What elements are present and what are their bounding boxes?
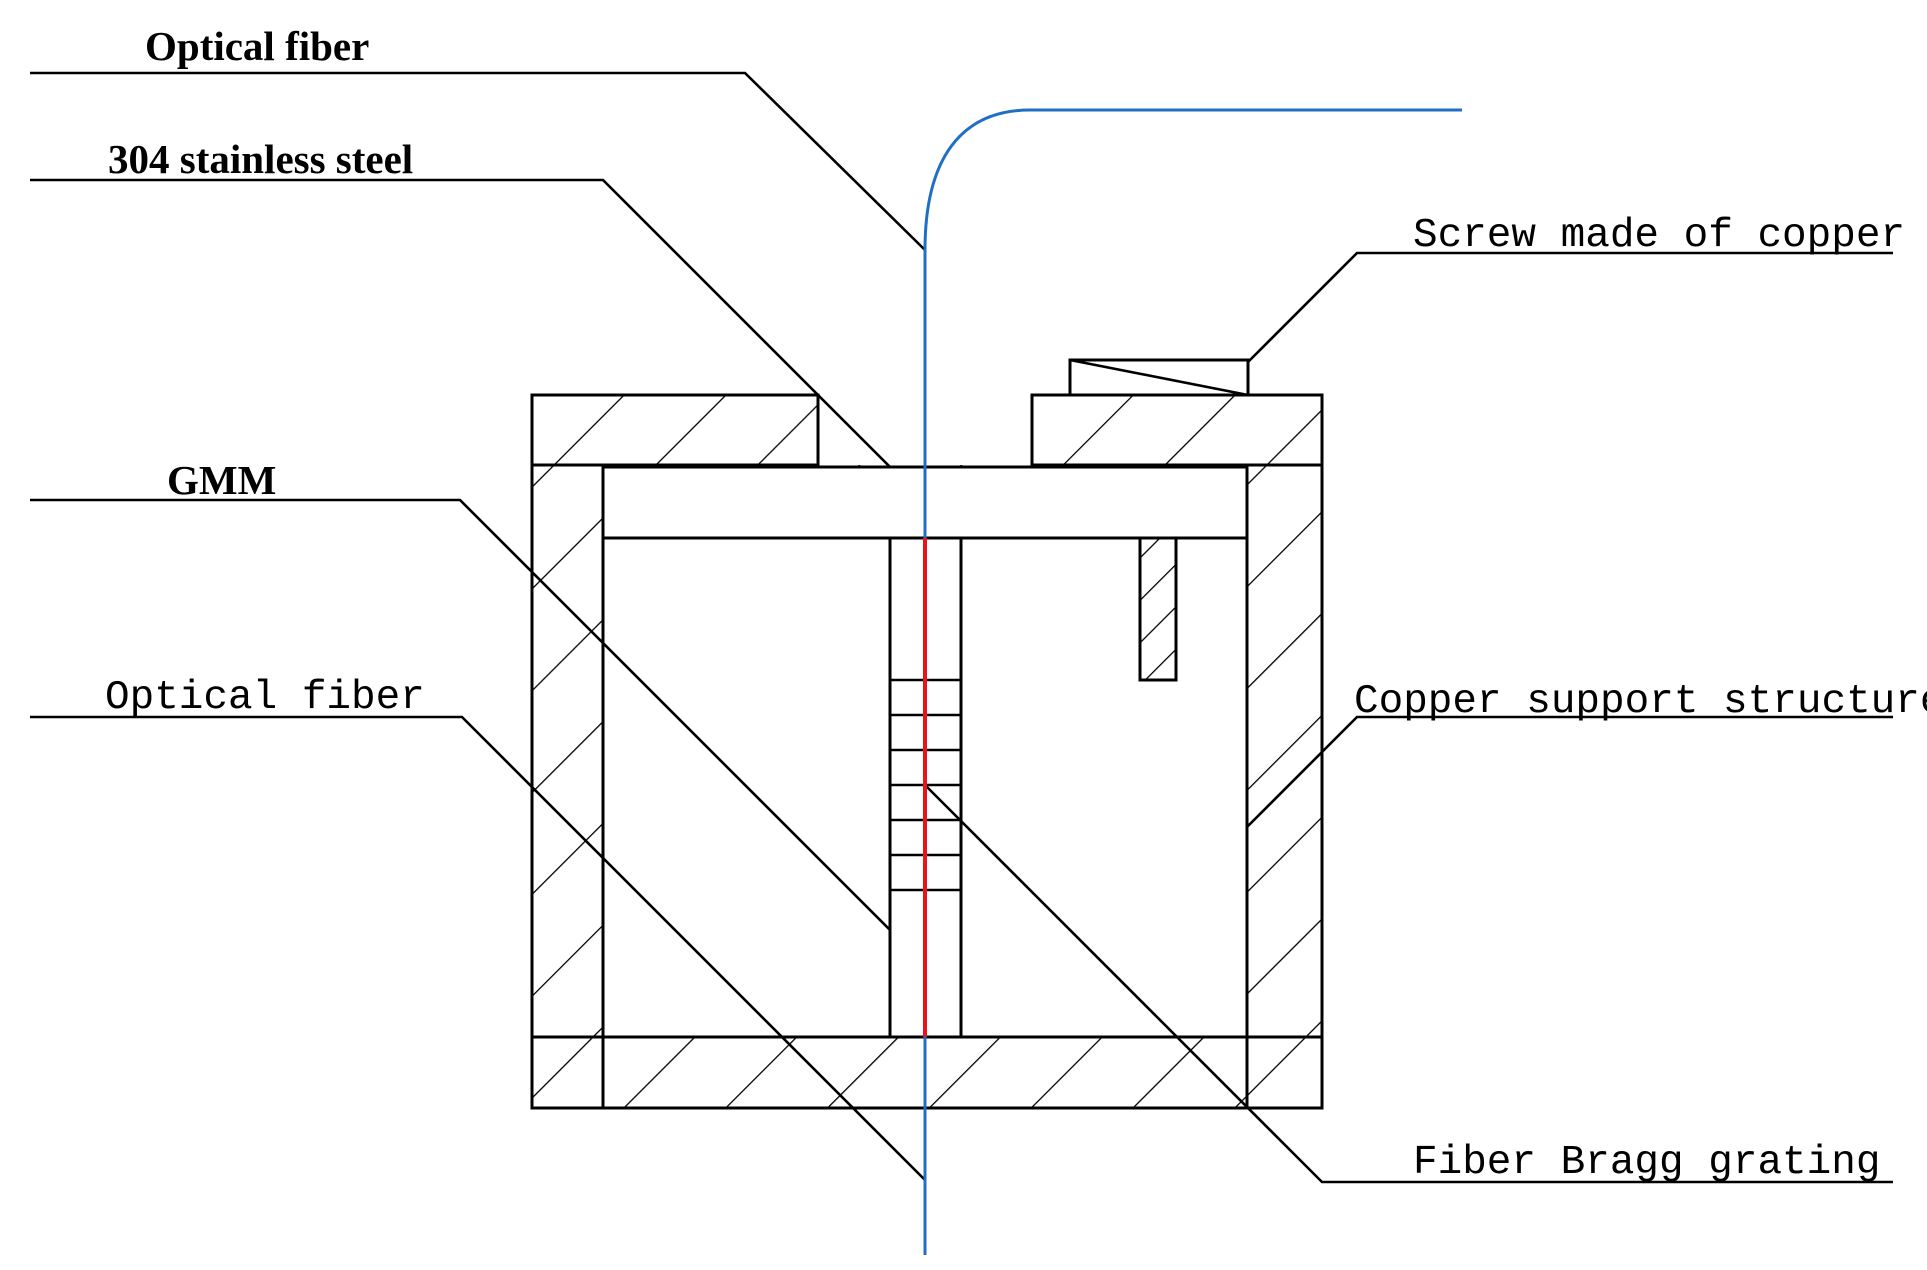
label-gmm: GMM — [167, 457, 276, 503]
leader-optical-fiber-left — [30, 715, 926, 1181]
optical-fiber — [923, 108, 1462, 1255]
copper-stop-block — [1138, 536, 1178, 682]
label-stainless-steel: 304 stainless steel — [108, 136, 413, 182]
leader-lines — [30, 71, 1893, 1184]
leader-gmm — [30, 498, 891, 931]
leader-fbg — [924, 784, 1893, 1184]
label-fbg: Fiber Bragg grating — [1413, 1140, 1880, 1186]
leader-stainless-steel — [30, 178, 891, 468]
leader-optical-fiber-top — [30, 71, 926, 251]
copper-screw — [1068, 358, 1250, 397]
leader-screw — [1247, 251, 1893, 363]
label-copper-support: Copper support structure — [1354, 679, 1927, 725]
label-optical-fiber-left: Optical fiber — [105, 675, 425, 721]
label-optical-fiber-top: Optical fiber — [145, 23, 369, 69]
label-screw: Screw made of copper — [1413, 213, 1905, 259]
leader-copper-support — [1246, 715, 1893, 828]
